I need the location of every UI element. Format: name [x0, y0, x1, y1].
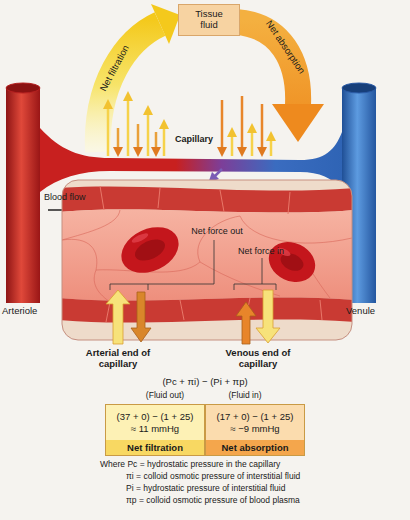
pressure-result-box: (37 + 0) − (1 + 25) ≈ 11 mmHgNet filtrat…	[105, 404, 205, 456]
arteriole-opening	[6, 83, 40, 93]
fluid-out-arrow	[163, 124, 166, 156]
net-force-out-arrow	[106, 290, 130, 344]
red-blood-cell	[262, 235, 322, 290]
symbol-definition: Where Pc = hydrostatic pressure in the c…	[100, 460, 390, 470]
result-name: Net absorption	[206, 440, 304, 455]
symbol-definition: Pi = hydrostatic pressure of interstitia…	[126, 484, 396, 494]
part-name: Capillary	[170, 134, 218, 144]
fluid-out-arrow	[107, 104, 110, 156]
pressure-calculation: (37 + 0) − (1 + 25) ≈ 11 mmHg	[106, 405, 204, 440]
part-name: Arteriole	[2, 306, 58, 317]
capillary-inset	[62, 180, 352, 340]
force-out-arrow	[236, 302, 256, 344]
part-name: Blood flow	[44, 192, 96, 202]
wall-cell-border	[100, 186, 322, 322]
fluid-in-arrow	[155, 132, 158, 152]
force-label: Net force out	[186, 226, 248, 236]
pressure-calculation: (17 + 0) − (1 + 25) ≈ −9 mmHg	[206, 405, 304, 440]
filtration-arrow-head	[151, 4, 180, 44]
net-force-in-arrow	[256, 290, 280, 343]
venule-opening	[342, 83, 376, 93]
fluid-out-arrow	[147, 110, 150, 156]
fluid-in-arrow	[221, 100, 224, 152]
fluid-out-arrow	[231, 132, 234, 156]
capillary-wall	[62, 297, 352, 322]
inset-border	[62, 180, 352, 340]
result-name: Net filtration	[106, 440, 204, 455]
leader-bracket	[110, 240, 214, 290]
force-in-arrow	[131, 292, 151, 342]
part-name: Venule	[346, 306, 406, 317]
capillary-wall	[62, 186, 352, 212]
compartment-name: Tissue fluid	[190, 9, 228, 31]
symbol-definition: πp = colloid osmotic pressure of blood p…	[126, 496, 396, 506]
zoom-arrow	[212, 169, 222, 179]
formula-note: (Fluid out)	[130, 391, 200, 401]
region-name: Venous end of capillary	[222, 348, 294, 370]
red-blood-cell	[114, 218, 186, 281]
fluid-in-arrow	[137, 124, 140, 152]
tissue-fluid-box: Tissue fluid	[178, 4, 240, 36]
formula-note: (Fluid in)	[215, 391, 275, 401]
pressure-result-box: (17 + 0) − (1 + 25) ≈ −9 mmHgNet absorpt…	[205, 404, 305, 456]
endothelial-cell-outline	[62, 210, 352, 302]
fluid-in-arrow	[241, 96, 244, 152]
capillary-lumen	[62, 209, 352, 300]
fluid-in-arrow	[261, 104, 264, 152]
absorption-arrow-head	[272, 104, 324, 142]
region-name: Arterial end of capillary	[82, 348, 154, 370]
symbol-definition: πi = colloid osmotic pressure of interst…	[126, 472, 396, 482]
fluid-out-arrow	[270, 136, 273, 156]
fluid-out-arrow	[127, 96, 130, 156]
fluid-out-arrow	[251, 128, 254, 156]
fluid-in-arrow	[117, 128, 120, 152]
leader-bracket	[234, 258, 276, 290]
red-blood-cell-highlight	[131, 231, 150, 244]
pressure-formula: (Pc + πi) − (Pi + πp)	[130, 377, 280, 388]
arteriole-vessel	[6, 88, 40, 303]
force-label: Net force in	[238, 246, 294, 256]
